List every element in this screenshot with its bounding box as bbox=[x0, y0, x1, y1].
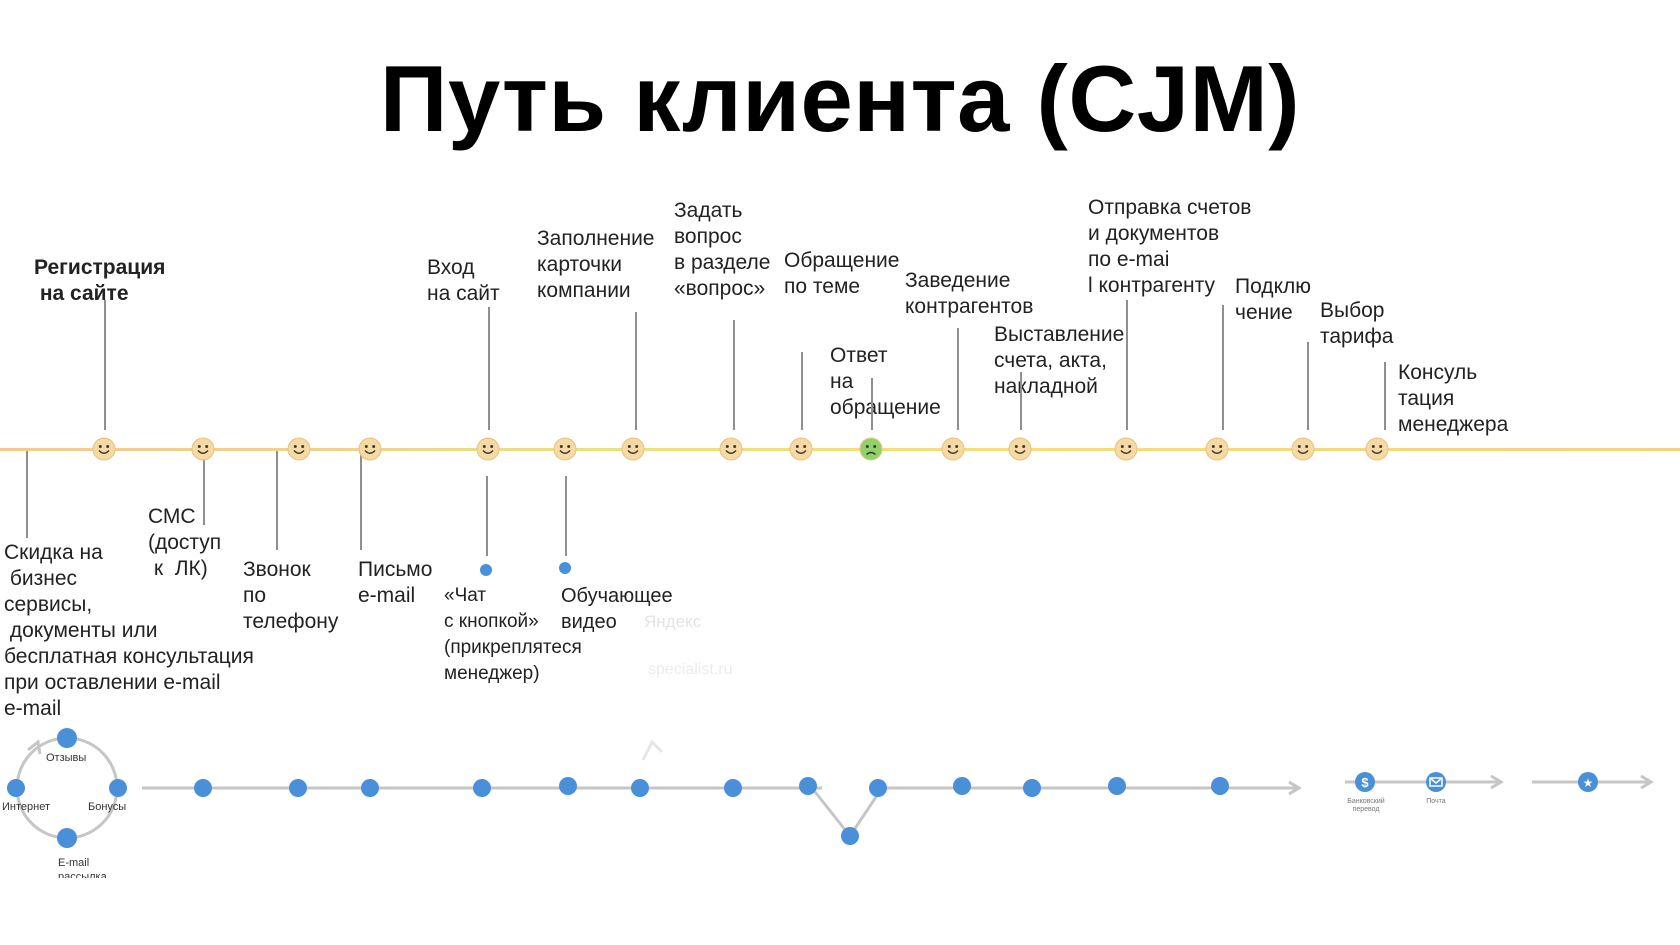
smiley-face-icon bbox=[789, 437, 813, 461]
flow-node bbox=[1211, 777, 1229, 795]
smiley-face-icon bbox=[553, 437, 577, 461]
touchpoint-marker bbox=[480, 564, 492, 576]
flow-node bbox=[361, 779, 379, 797]
node-bonuses bbox=[109, 779, 127, 797]
flow-node bbox=[631, 779, 649, 797]
label-registration: Регистрация на сайте bbox=[34, 256, 166, 305]
flow-nodes bbox=[194, 562, 1229, 845]
tick-registration bbox=[104, 300, 106, 430]
smiley-face-icon bbox=[358, 437, 382, 461]
svg-text:$: $ bbox=[1361, 775, 1369, 790]
journey-timeline bbox=[0, 448, 1680, 451]
tick-chat-button bbox=[486, 476, 488, 556]
label-company-card: Заполнение карточки компании bbox=[537, 227, 655, 302]
page-title: Путь клиента (CJM) bbox=[379, 46, 1301, 151]
flow-node bbox=[841, 827, 859, 845]
ghost-yandex: Яндекс bbox=[644, 612, 702, 631]
label-training-video: Обучающее видео bbox=[561, 585, 673, 633]
label-add-contractors: Заведение контрагентов bbox=[905, 269, 1034, 318]
channel-cycle: Отзывы Интернет Бонусы E-mail рассылка bbox=[0, 716, 142, 878]
tick-connection bbox=[1222, 305, 1224, 430]
label-bank-transfer: Банковский перевод bbox=[1347, 798, 1385, 813]
tick-answer bbox=[871, 378, 873, 430]
label-manager-consult: Консуль тация менеджера bbox=[1398, 361, 1509, 436]
label-email-letter: Письмо e-mail bbox=[358, 558, 433, 607]
touchpoint-marker bbox=[559, 562, 571, 574]
label-invoicing: Выставление счета, акта, накладной bbox=[994, 323, 1125, 398]
label-chat-button: «Чат с кнопкой» (прикреплятеся менеджер) bbox=[444, 585, 582, 684]
smiley-face-icon bbox=[92, 437, 116, 461]
label-mail: Почта bbox=[1426, 798, 1446, 805]
tick-tariff bbox=[1307, 342, 1309, 430]
node-internet bbox=[7, 779, 25, 797]
faint-arrow bbox=[641, 739, 664, 761]
ghost-specialist: specialist.ru bbox=[648, 661, 733, 678]
flow-node bbox=[473, 779, 491, 797]
flow-node bbox=[194, 779, 212, 797]
label-ask-question: Задать вопрос в разделе «вопрос» bbox=[674, 199, 771, 300]
smiley-face-icon bbox=[941, 437, 965, 461]
smiley-face-icon bbox=[719, 437, 743, 461]
tick-send-docs bbox=[1126, 300, 1128, 430]
label-login: Вход на сайт bbox=[427, 256, 500, 305]
label-send-docs: Отправка счетов и документов по e-mai l … bbox=[1088, 196, 1252, 297]
smiley-face-icon bbox=[1008, 437, 1032, 461]
smiley-face-icon bbox=[476, 437, 500, 461]
tick-add-contractors bbox=[957, 328, 959, 430]
label-sms: СМС (доступ к ЛК) bbox=[148, 505, 222, 580]
label-tariff: Выбор тарифа bbox=[1320, 299, 1394, 348]
smiley-face-icon bbox=[1114, 437, 1138, 461]
bank-transfer-icon: $ bbox=[1355, 772, 1375, 792]
label-bonuses: Бонусы bbox=[88, 801, 127, 813]
tick-email-letter bbox=[360, 450, 362, 550]
star-icon: ★ bbox=[1578, 772, 1598, 792]
node-email-list bbox=[57, 828, 77, 848]
tick-ask-question bbox=[733, 320, 735, 430]
tick-manager-consult bbox=[1384, 362, 1386, 430]
tick-company-card bbox=[635, 312, 637, 430]
smiley-face-icon bbox=[287, 437, 311, 461]
label-answer: Ответ на обращение bbox=[830, 344, 941, 419]
flow-node bbox=[1023, 779, 1041, 797]
label-connection: Подклю чение bbox=[1235, 275, 1311, 324]
flow-node bbox=[559, 777, 577, 795]
label-reviews: Отзывы bbox=[46, 752, 87, 764]
smiley-face-icon bbox=[1291, 437, 1315, 461]
smiley-face-icon bbox=[621, 437, 645, 461]
node-reviews bbox=[57, 728, 77, 748]
flow-node bbox=[799, 777, 817, 795]
label-discount: Скидка на бизнес сервисы, документы или … bbox=[4, 541, 254, 720]
flow-node bbox=[953, 777, 971, 795]
tick-invoicing bbox=[1020, 372, 1022, 430]
flow-node bbox=[289, 779, 307, 797]
tick-login bbox=[488, 307, 490, 430]
mail-icon bbox=[1426, 772, 1446, 792]
smiley-face-icon bbox=[191, 437, 215, 461]
tick-sms bbox=[203, 450, 205, 525]
tick-topic-request bbox=[801, 352, 803, 430]
label-phone-call: Звонок по телефону bbox=[243, 558, 339, 633]
svg-text:★: ★ bbox=[1583, 776, 1594, 790]
label-topic-request: Обращение по теме bbox=[784, 249, 900, 298]
tick-discount bbox=[26, 450, 28, 538]
flow-node bbox=[1108, 777, 1126, 795]
flow-node bbox=[724, 779, 742, 797]
smiley-face-icon bbox=[1205, 437, 1229, 461]
smiley-face-icon bbox=[1365, 437, 1389, 461]
tick-phone-call bbox=[276, 450, 278, 550]
flow-node bbox=[869, 779, 887, 797]
sad-face-icon bbox=[859, 437, 883, 461]
label-email-list: E-mail рассылка bbox=[58, 857, 107, 878]
label-internet: Интернет bbox=[2, 801, 50, 813]
tick-training-video bbox=[565, 476, 567, 556]
